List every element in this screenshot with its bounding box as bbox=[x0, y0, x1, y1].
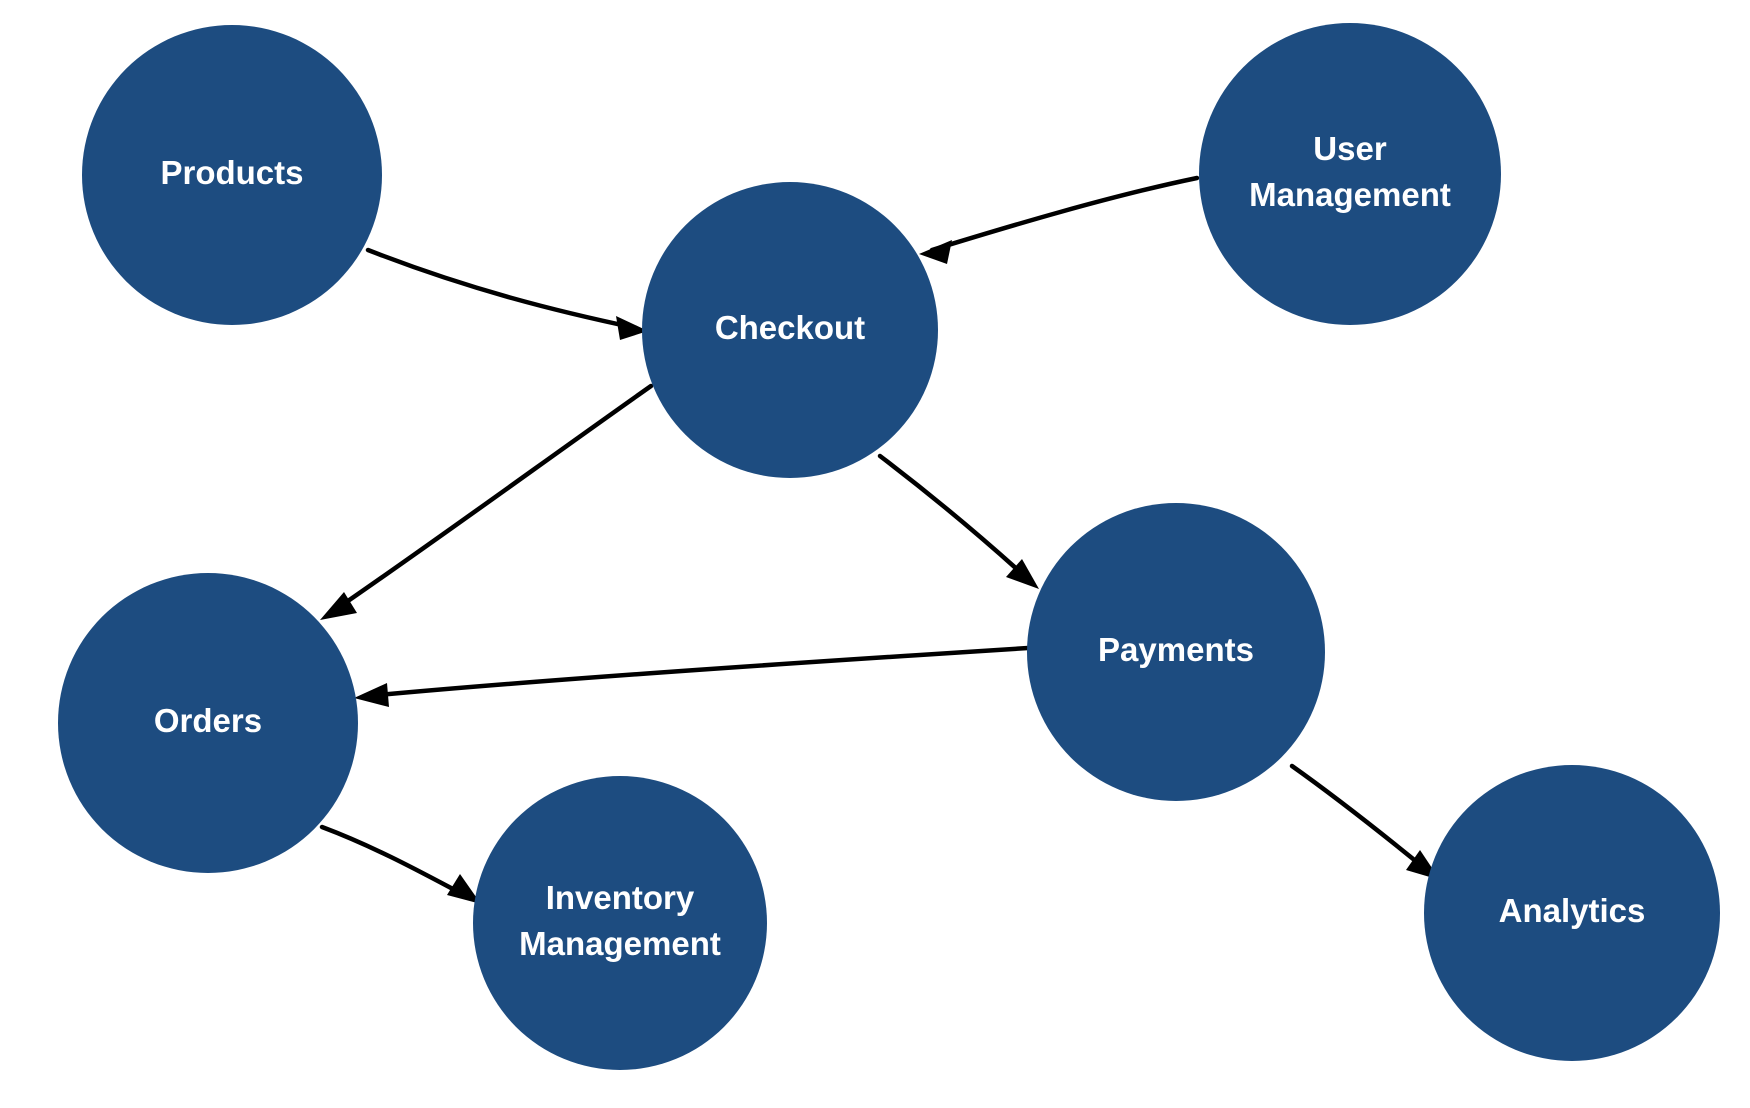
node-products[interactable]: Products bbox=[82, 25, 382, 325]
node-orders[interactable]: Orders bbox=[58, 573, 358, 873]
node-payments[interactable]: Payments bbox=[1027, 503, 1325, 801]
arrowhead-icon bbox=[447, 874, 481, 904]
node-checkout[interactable]: Checkout bbox=[642, 182, 938, 478]
node-circle[interactable] bbox=[1027, 503, 1325, 801]
edge-checkout-orders bbox=[320, 383, 654, 620]
node-analytics[interactable]: Analytics bbox=[1424, 765, 1720, 1061]
edge-line bbox=[365, 247, 639, 331]
edge-products-checkout bbox=[365, 247, 648, 340]
node-circle[interactable] bbox=[58, 573, 358, 873]
edges-layer bbox=[319, 175, 1440, 904]
edge-checkout-payments bbox=[877, 453, 1039, 589]
node-circle[interactable] bbox=[1199, 23, 1501, 325]
node-circle[interactable] bbox=[642, 182, 938, 478]
edge-usermgmt-checkout bbox=[919, 175, 1200, 264]
edge-line bbox=[877, 453, 1032, 583]
edge-line bbox=[319, 824, 471, 900]
edge-line bbox=[929, 175, 1200, 253]
arrowhead-icon bbox=[919, 240, 952, 264]
edge-payments-orders bbox=[354, 645, 1031, 707]
edge-line bbox=[365, 645, 1031, 699]
edge-line bbox=[1289, 763, 1431, 874]
edge-payments-analytics bbox=[1289, 763, 1440, 880]
node-circle[interactable] bbox=[82, 25, 382, 325]
node-circle[interactable] bbox=[473, 776, 767, 1070]
edge-line bbox=[329, 383, 654, 615]
arrowhead-icon bbox=[320, 592, 357, 620]
arrowhead-icon bbox=[1006, 559, 1039, 589]
arrowhead-icon bbox=[616, 316, 648, 340]
edge-orders-inventory bbox=[319, 824, 481, 904]
node-circle[interactable] bbox=[1424, 765, 1720, 1061]
arrowhead-icon bbox=[354, 683, 389, 707]
